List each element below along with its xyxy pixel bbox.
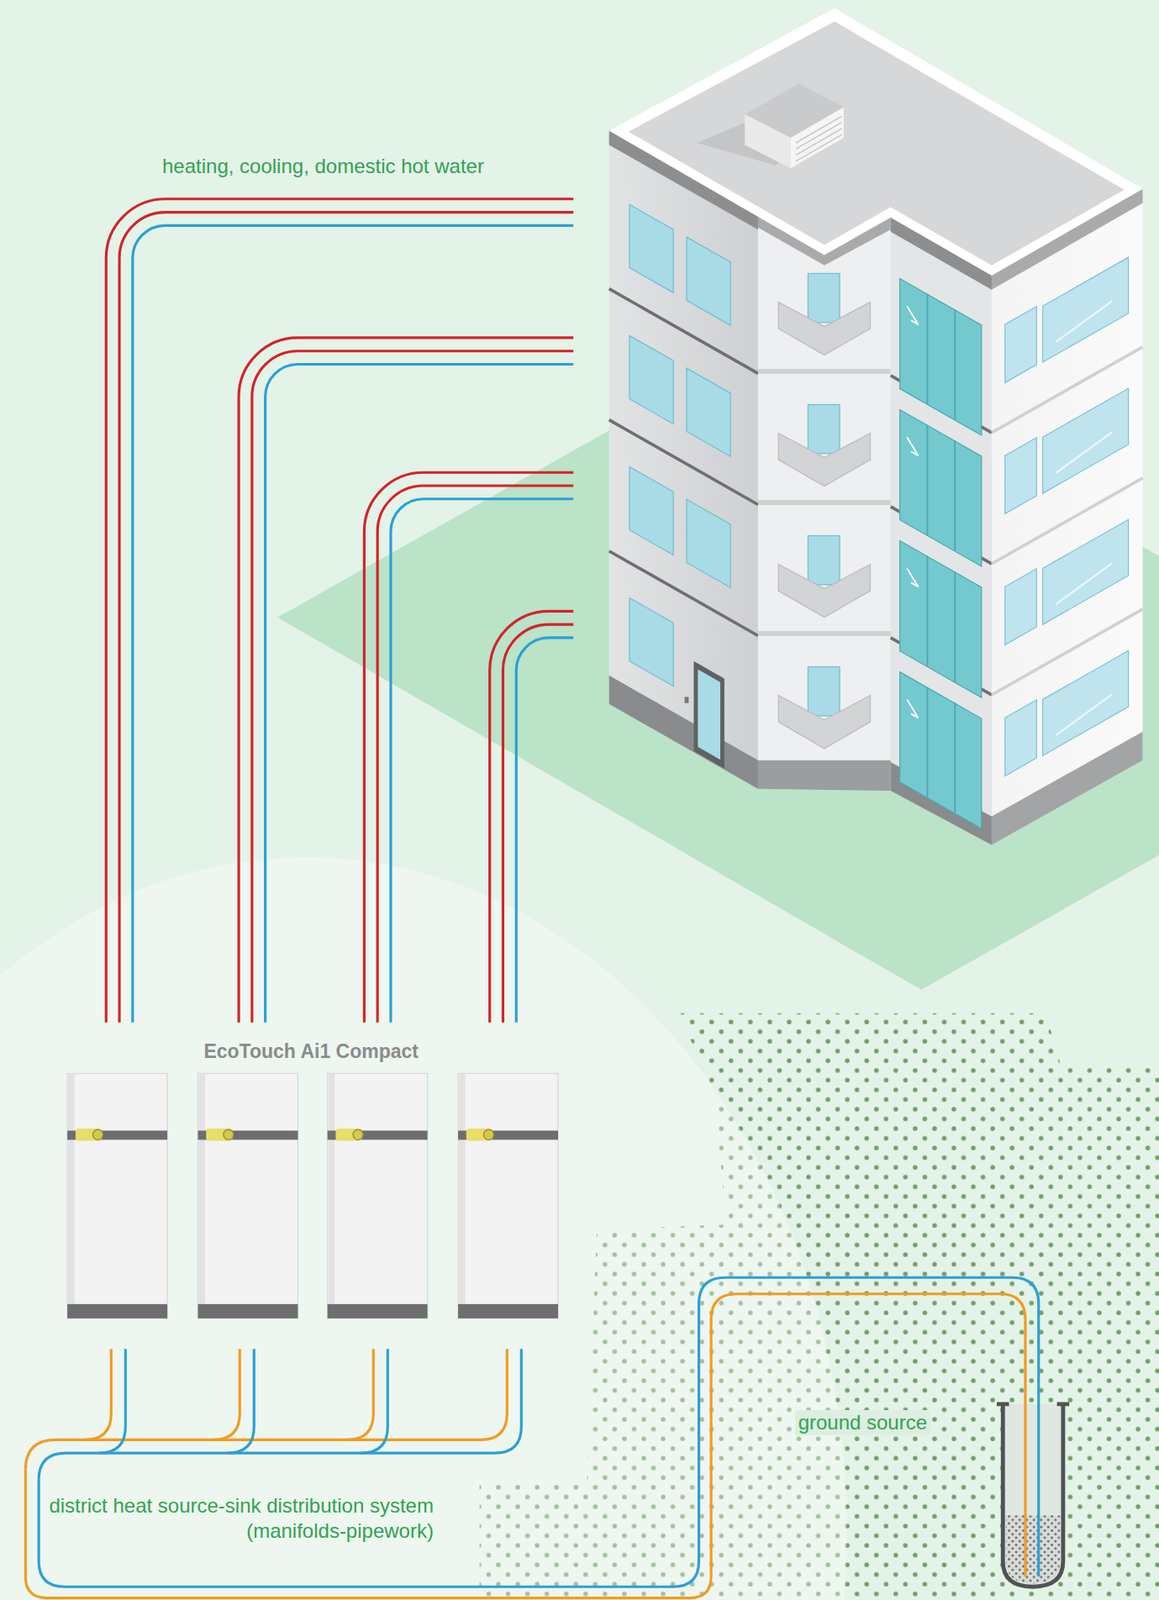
- heat-pump-units: [67, 1073, 559, 1318]
- product-name: EcoTouch Ai1 Compact: [203, 1039, 419, 1065]
- borehole: [996, 1404, 1070, 1587]
- ground-loop: [25, 1277, 1038, 1598]
- service-heading: heating, cooling, domestic hot water: [162, 153, 485, 180]
- ground-source-label: ground source: [795, 1410, 931, 1436]
- light-circle: [0, 857, 848, 1600]
- building: [609, 8, 1144, 846]
- pipework: [25, 199, 574, 1481]
- distribution-label: district heat source-sink distribution s…: [38, 1493, 434, 1544]
